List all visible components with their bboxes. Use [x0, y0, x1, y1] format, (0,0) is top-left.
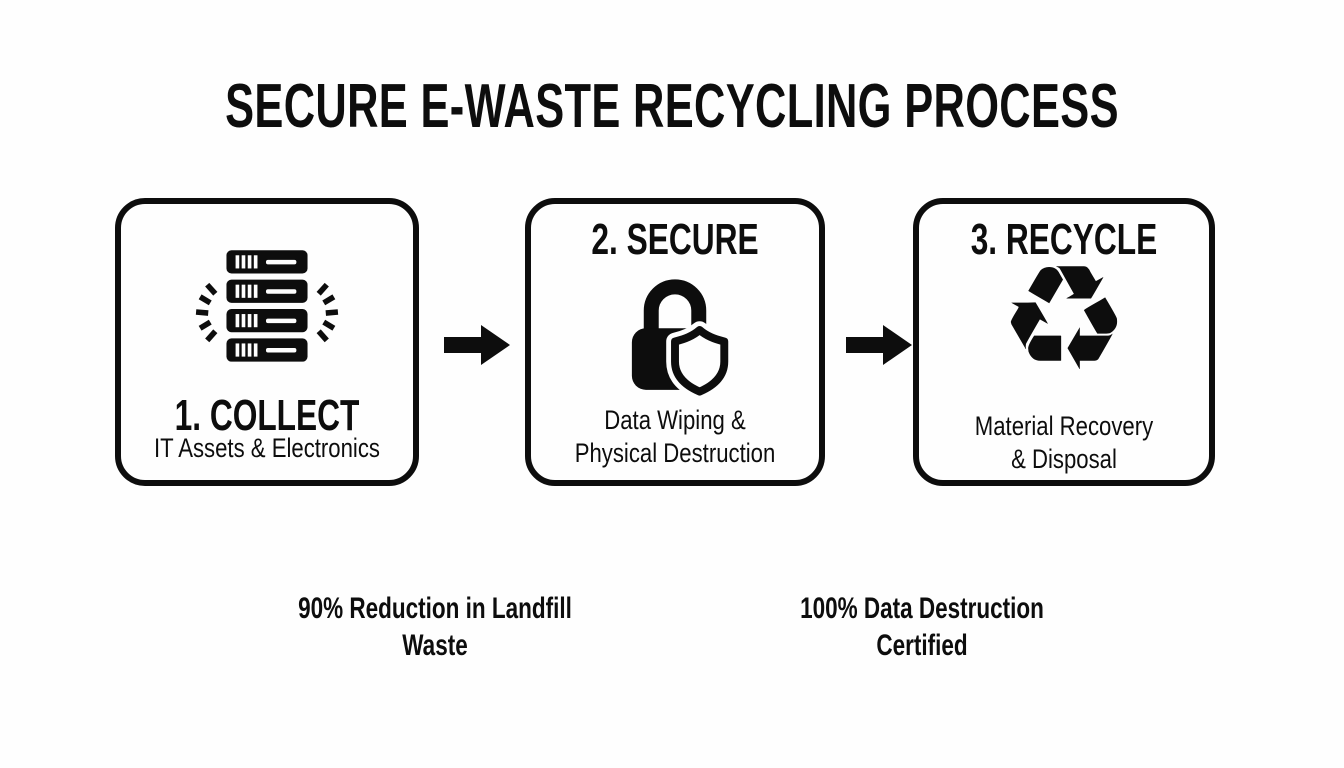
stat-data-destruction: 100% Data Destruction Certified: [800, 592, 1044, 662]
step-box-collect: 1. COLLECT IT Assets & Electronics: [115, 198, 419, 486]
step-label-secure: 2. SECURE: [591, 215, 759, 264]
step-box-secure: 2. SECURE Data Wiping & Physical Destruc…: [525, 198, 825, 486]
arrow-right-icon: [444, 324, 510, 371]
recycle-glyph: ♻: [998, 234, 1130, 404]
arrow-right-icon: [846, 324, 912, 371]
stat-landfill-reduction: 90% Reduction in Landfill Waste: [298, 592, 572, 662]
step-label-collect: 1. COLLECT: [174, 391, 360, 440]
server-stack-icon: [191, 250, 343, 375]
step-caption-collect: IT Assets & Electronics: [153, 433, 380, 463]
page-title: SECURE E-WASTE RECYCLING PROCESS: [225, 72, 1119, 141]
lock-shield-icon: [609, 262, 741, 403]
step-caption-recycle: Material Recovery & Disposal: [974, 411, 1154, 474]
recycle-icon: ♻: [999, 246, 1130, 392]
step-caption-secure: Data Wiping & Physical Destruction: [574, 405, 776, 468]
step-label-recycle: 3. RECYCLE: [970, 215, 1158, 264]
step-box-recycle: 3. RECYCLE ♻ Material Recovery & Disposa…: [913, 198, 1215, 486]
